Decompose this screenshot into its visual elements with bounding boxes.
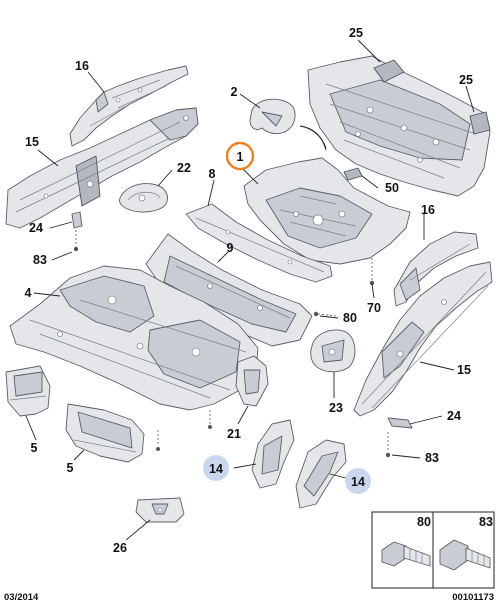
floor-bolts — [156, 410, 212, 451]
part-50-plug — [343, 167, 363, 181]
part-23-plate — [310, 329, 356, 373]
footer-date: 03/2014 — [4, 592, 39, 603]
callout-1: 1 — [237, 150, 244, 164]
part-5-left-sill — [5, 365, 51, 417]
inset-bolt-83-icon — [439, 539, 491, 571]
part-22-cover — [119, 183, 168, 213]
part-16-right-rail — [393, 231, 479, 307]
part-16-left-rail — [69, 65, 189, 147]
callout-83-left: 83 — [33, 253, 47, 267]
part-4-front-floor — [9, 265, 259, 411]
callout-16-right: 16 — [421, 203, 435, 217]
part-70-bolt — [369, 258, 375, 286]
callout-80: 80 — [343, 311, 357, 325]
part-15-left-member — [5, 107, 199, 229]
callout-9: 9 — [227, 241, 234, 255]
inset-bolt-80-icon — [381, 541, 431, 567]
callout-14-right: 14 — [351, 475, 365, 489]
callout-24-left: 24 — [29, 221, 43, 235]
part-14-right-bracket — [295, 439, 347, 509]
callout-22: 22 — [177, 161, 191, 175]
part-1-rear-floor — [243, 157, 411, 265]
callout-2: 2 — [231, 85, 238, 99]
part-15-right-member — [353, 261, 493, 417]
callout-70: 70 — [367, 301, 381, 315]
callout-15-right: 15 — [457, 363, 471, 377]
highlight-badge-14-right — [345, 468, 371, 494]
callout-14-left: 14 — [209, 462, 223, 476]
callout-23: 23 — [329, 401, 343, 415]
part-8-crossmember — [185, 203, 333, 283]
inset-label-80: 80 — [417, 515, 431, 529]
callout-24-right: 24 — [447, 409, 461, 423]
part-83-left-bolt — [73, 230, 79, 252]
part-21-bracket — [235, 355, 269, 407]
inset-label-83: 83 — [479, 515, 493, 529]
highlight-ring-part-1 — [225, 141, 255, 171]
fastener-inset: 80 83 — [371, 511, 495, 589]
callout-8: 8 — [209, 167, 216, 181]
footer-reference: 00101173 — [452, 592, 494, 603]
callout-25-right: 25 — [459, 73, 473, 87]
part-26-bracket — [135, 497, 185, 523]
callout-26: 26 — [113, 541, 127, 555]
callout-4: 4 — [25, 286, 32, 300]
callout-5-left: 5 — [31, 441, 38, 455]
callout-25-upper: 25 — [349, 26, 363, 40]
part-25-right-bracket — [469, 111, 491, 135]
part-24-left-bracket — [71, 211, 83, 229]
callout-83-right: 83 — [425, 451, 439, 465]
part-2-bracket — [249, 98, 327, 149]
callout-16-upper-left: 16 — [75, 59, 89, 73]
callout-50: 50 — [385, 181, 399, 195]
part-25-upper-bracket — [373, 59, 405, 83]
callout-labels: 16 15 2 1 22 8 25 25 50 24 83 9 4 16 70 … — [25, 26, 473, 555]
callout-15-left: 15 — [25, 135, 39, 149]
part-80-bolt — [313, 311, 337, 317]
callout-21: 21 — [227, 427, 241, 441]
callout-5-lower: 5 — [67, 461, 74, 475]
highlight-badge-14-left — [203, 455, 229, 481]
leader-lines — [25, 39, 475, 541]
part-5-center-sill — [65, 403, 145, 463]
part-14-left-bracket — [251, 419, 295, 489]
part-83-right-bolt — [385, 432, 391, 458]
part-24-right-bracket — [387, 417, 413, 429]
